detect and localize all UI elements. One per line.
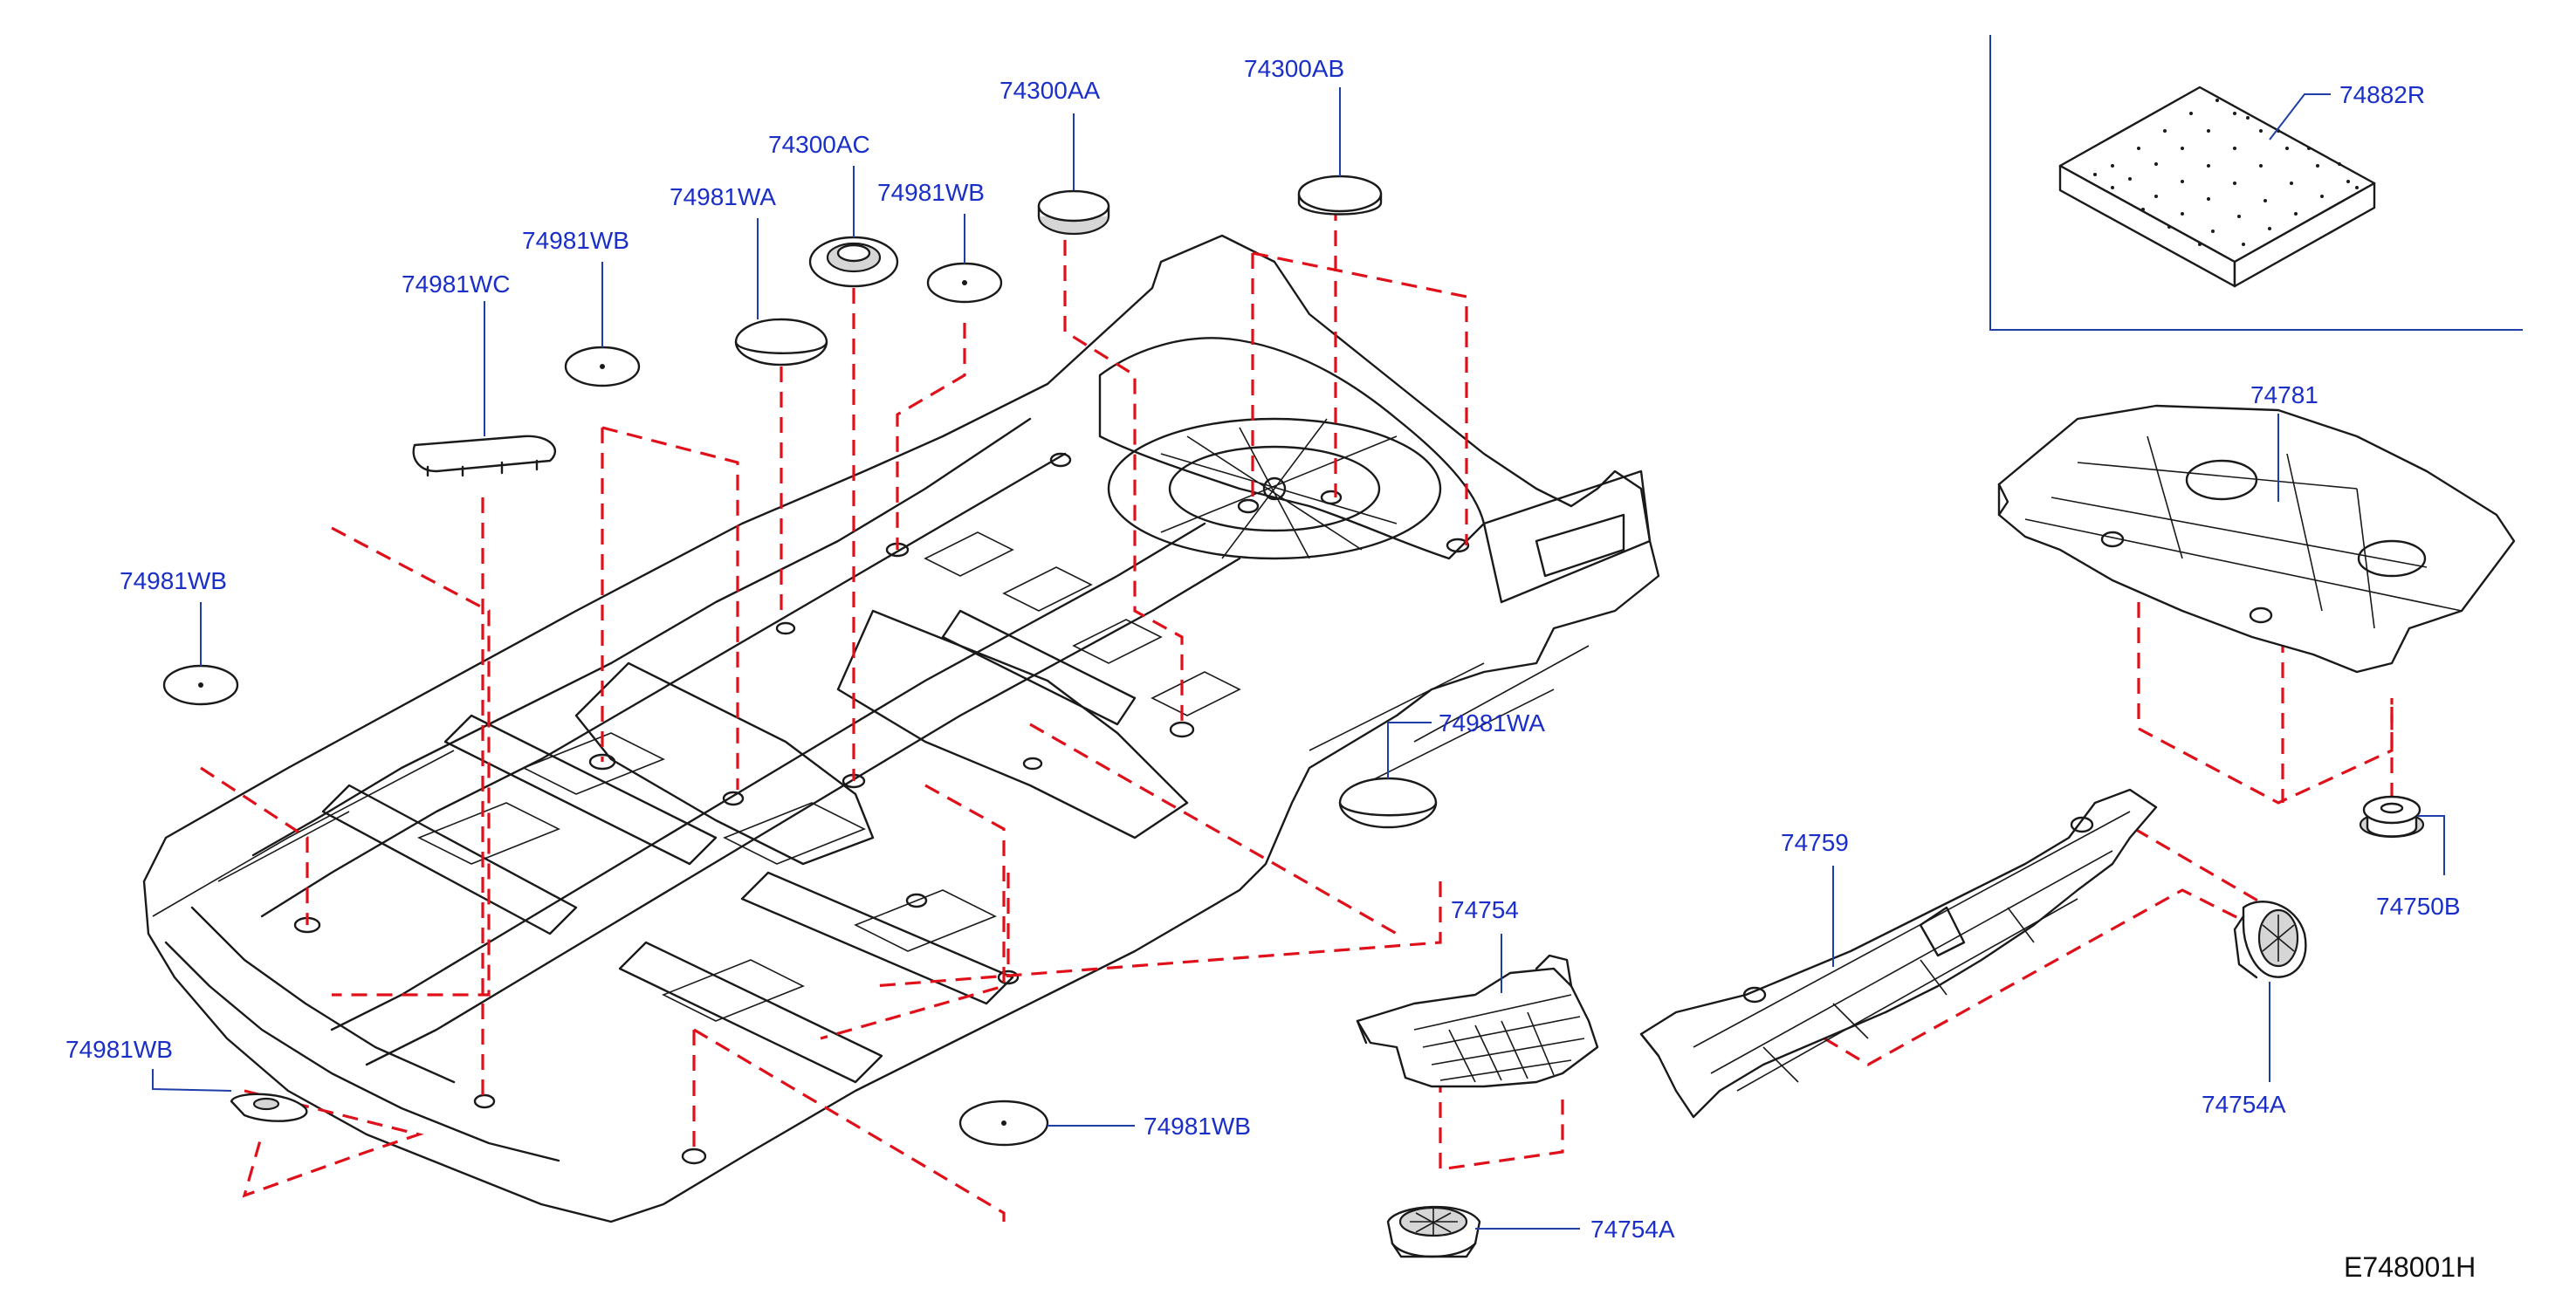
label-74981wb-bottom: 74981WB [1144, 1113, 1251, 1140]
cover-74981wc [412, 435, 556, 477]
label-74981wb-bottom-left: 74981WB [65, 1036, 173, 1063]
diagram-code: E748001H [2344, 1251, 2476, 1283]
label-74754a-bottom: 74754A [1590, 1216, 1675, 1243]
foam-block-74882r [2058, 86, 2376, 288]
plug-74981wa-right [1338, 777, 1438, 829]
label-74981wc: 74981WC [402, 271, 511, 298]
label-74981wb-top-center: 74981WB [877, 179, 985, 206]
part-labels: 74300AA 74300AB 74300AC 74981WA 74981WB … [65, 55, 2476, 1283]
plug-74981wa-top [734, 318, 828, 367]
grommet-74300aa [1037, 189, 1110, 236]
plug-74981wb-bottom-left [230, 1093, 308, 1122]
leader-lines [152, 87, 2445, 1230]
inset-frame-74882r [1989, 35, 2523, 331]
plug-74981wb-top-left [564, 346, 641, 387]
grommet-74300ac [808, 236, 899, 288]
label-74754: 74754 [1451, 896, 1519, 923]
label-74981wb-left: 74981WB [120, 567, 227, 594]
label-74300ac: 74300AC [768, 131, 870, 158]
foam-texture-dots [2093, 99, 2359, 246]
label-74882r: 74882R [2339, 81, 2425, 108]
label-74981wb-top-left: 74981WB [522, 227, 629, 254]
clip-74750b [2359, 795, 2425, 839]
label-74759: 74759 [1781, 829, 1849, 856]
label-74781: 74781 [2250, 381, 2318, 408]
clip-74754a-right [2233, 901, 2307, 979]
board-74781 [1997, 404, 2516, 674]
label-74981wa-top: 74981WA [670, 183, 776, 210]
plug-74981wb-left [162, 664, 239, 706]
label-74750b: 74750B [2376, 893, 2461, 920]
insulator-74759 [1639, 788, 2158, 1119]
plug-74981wb-top-center [926, 262, 1003, 304]
clip-74754a-bottom [1386, 1205, 1481, 1258]
insulator-74754 [1356, 954, 1599, 1088]
floor-panel [142, 234, 1660, 1223]
label-74754a-right: 74754A [2202, 1091, 2286, 1118]
label-74981wa-right: 74981WA [1439, 709, 1545, 737]
grommet-74300ab [1297, 175, 1383, 216]
plug-74981wb-bottom [958, 1100, 1049, 1147]
label-74300ab: 74300AB [1244, 55, 1344, 82]
label-74300aa: 74300AA [999, 77, 1101, 104]
